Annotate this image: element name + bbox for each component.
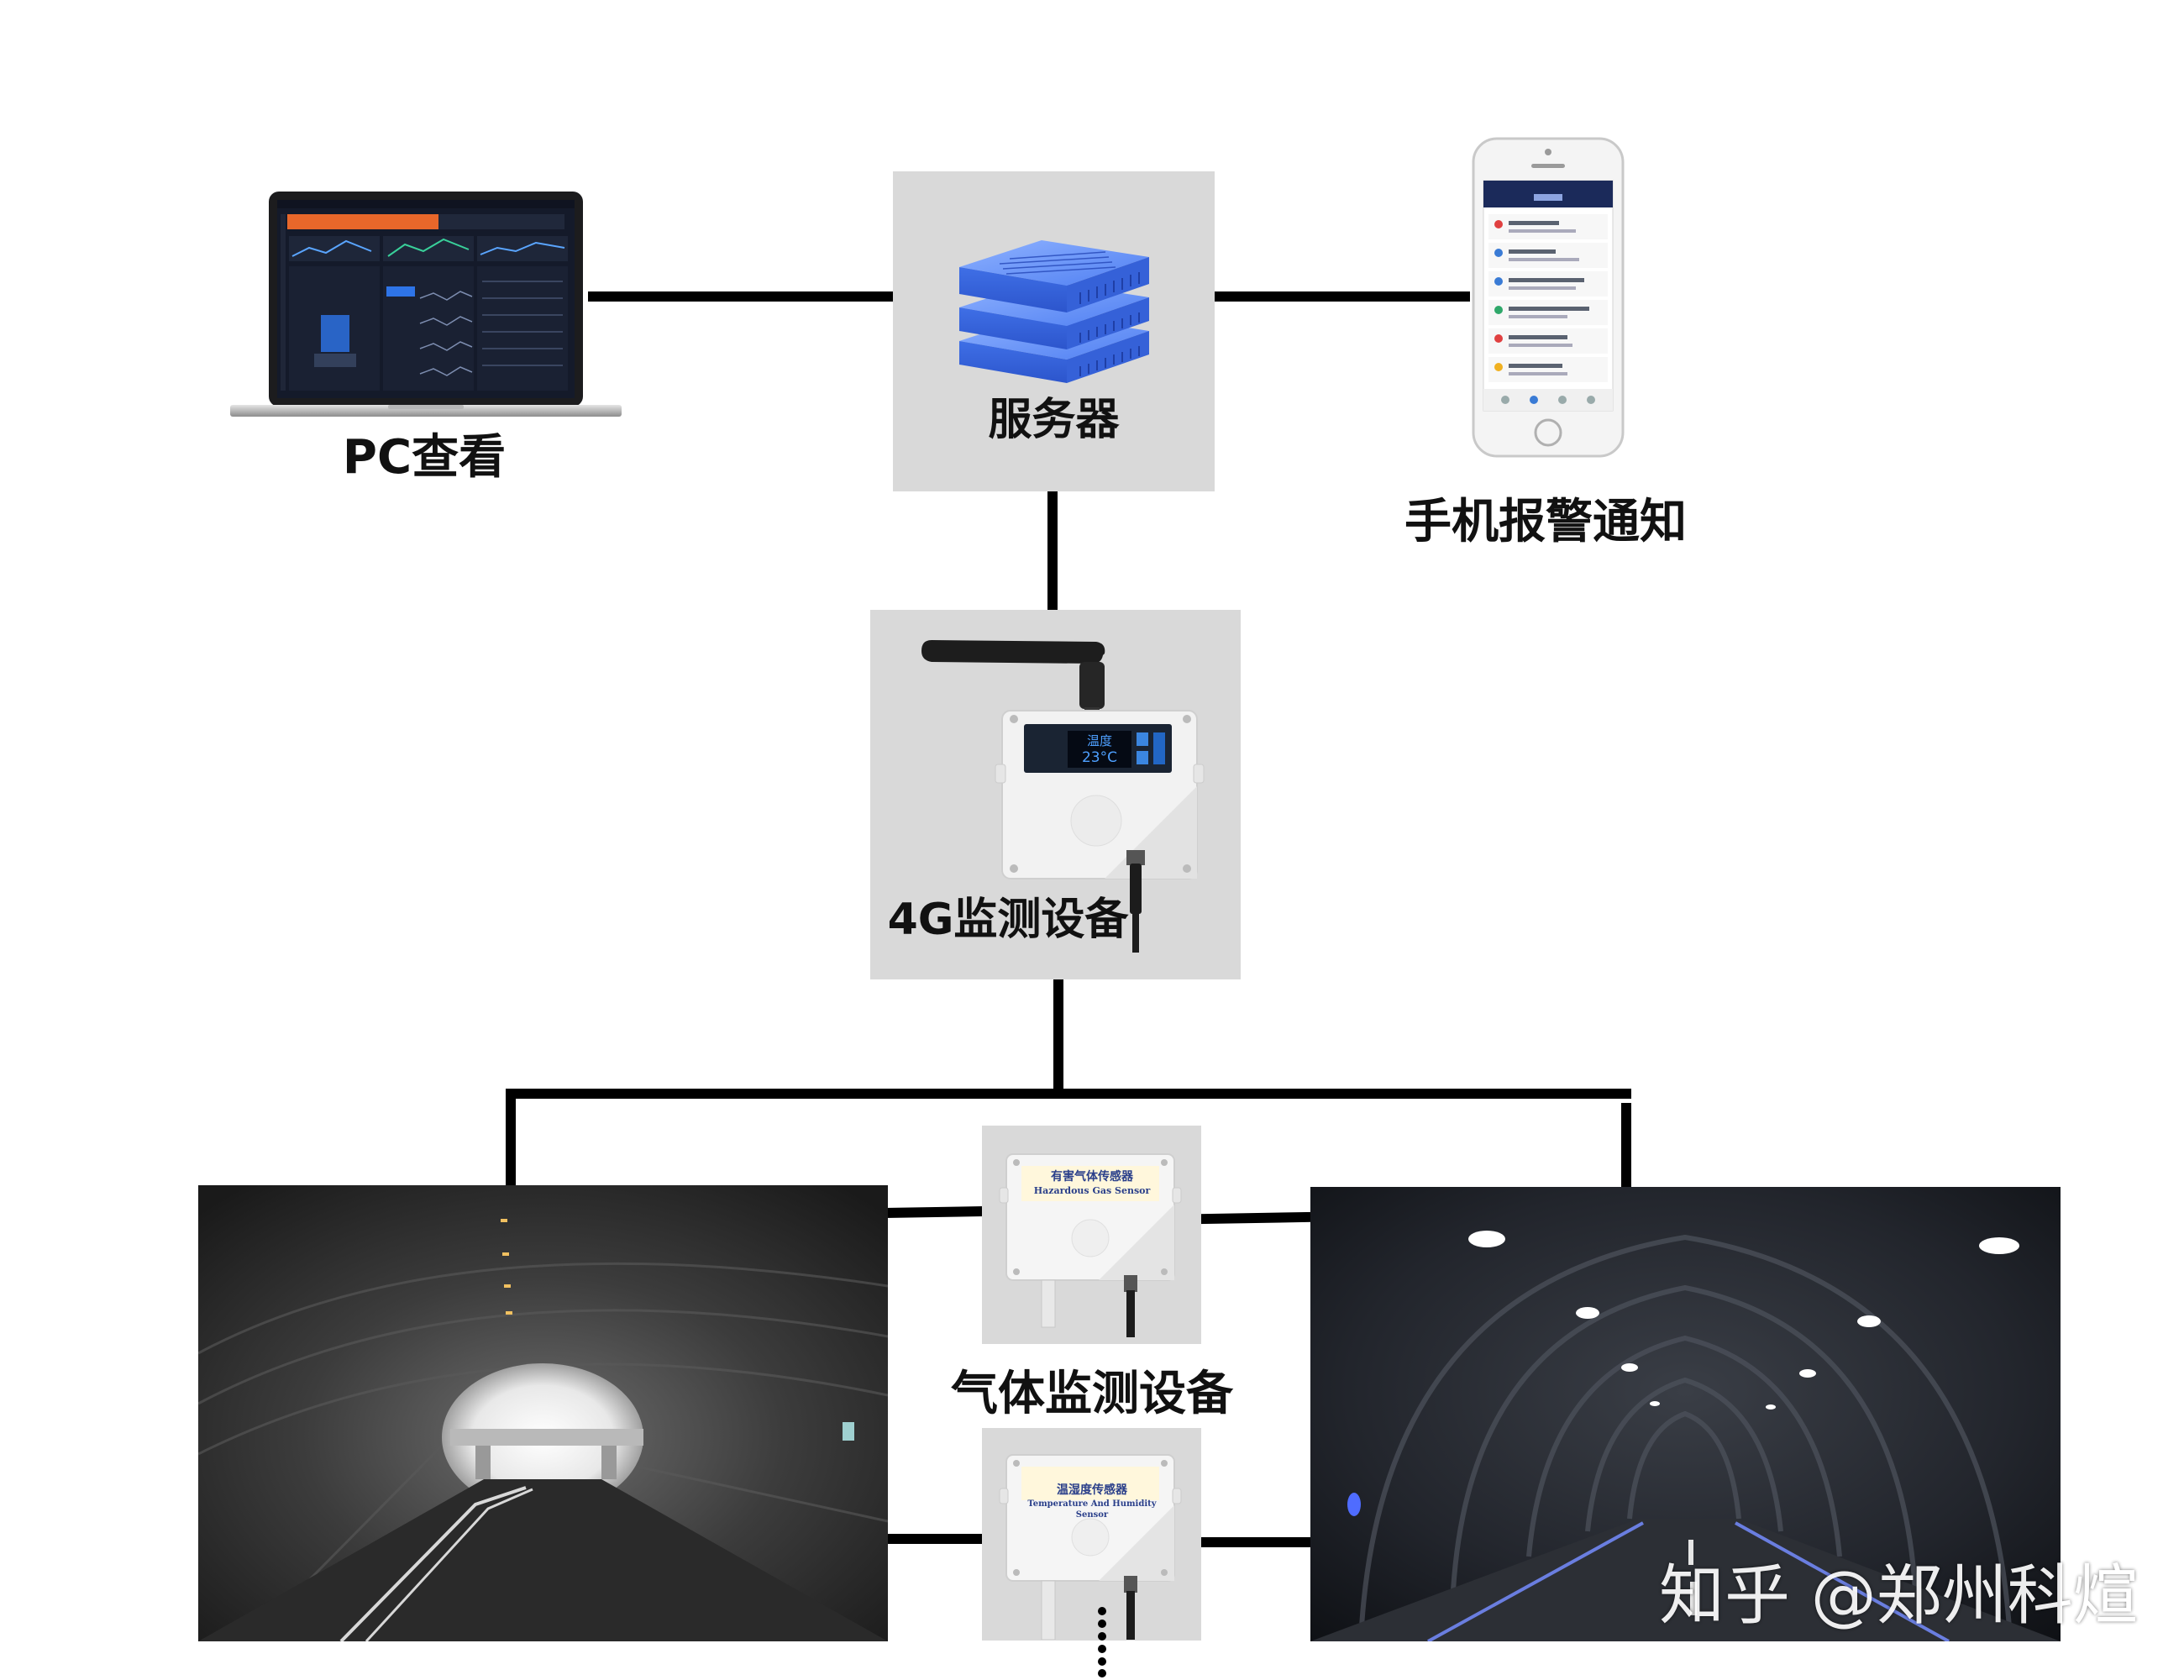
- wireless-sensor-icon: [921, 640, 1205, 953]
- gas-sensor-icon: [999, 1153, 1182, 1337]
- watermark: 知乎 @郑州科煊: [1659, 1558, 2139, 1634]
- th-sensor-title-en: Temperature And Humidity Sensor: [1027, 1499, 1157, 1520]
- phone-node: [1472, 137, 1625, 458]
- gateway-node: [920, 630, 1205, 953]
- wire-bus-left-drop: [506, 1092, 516, 1186]
- laptop-icon: [230, 192, 622, 417]
- wire-server-phone: [1213, 291, 1470, 302]
- wire-bus-horizontal: [506, 1089, 1631, 1099]
- tunnel-photo-daylight: [198, 1185, 888, 1641]
- gas-sensor-title-cn: 有害气体传感器: [1051, 1170, 1133, 1184]
- wire-th-right-photo: [1199, 1537, 1313, 1547]
- gateway-display-value: 23°C: [1081, 749, 1117, 766]
- wire-gateway-bus: [1053, 979, 1063, 1089]
- wire-left-photo-th: [885, 1534, 984, 1544]
- gas-sensor-title-en: Hazardous Gas Sensor: [1033, 1185, 1151, 1196]
- th-sensor-node: [990, 1446, 1191, 1640]
- tunnel-photo-right: [1310, 1187, 2061, 1641]
- gateway-display-name: 温度: [1086, 733, 1112, 748]
- gateway-label: 4G监测设备: [887, 895, 1129, 945]
- gas-group-label: 气体监测设备: [951, 1367, 1233, 1421]
- pc-node: [228, 189, 623, 424]
- wire-left-photo-gas: [884, 1205, 984, 1219]
- smartphone-icon: [1472, 137, 1625, 458]
- phone-label: 手机报警通知: [1404, 495, 1687, 549]
- tunnel-photo-left: [198, 1185, 888, 1641]
- gas-sensor-node: [990, 1146, 1191, 1339]
- humidity-sensor-icon: [999, 1454, 1182, 1640]
- pc-label: PC查看: [342, 430, 507, 485]
- th-sensor-title-cn: 温湿度传感器: [1057, 1483, 1127, 1497]
- wire-server-gateway: [1047, 491, 1058, 611]
- server-node: [949, 234, 1159, 385]
- tunnel-photo-lit: [1310, 1187, 2061, 1641]
- server-label: 服务器: [988, 395, 1120, 445]
- wire-gas-right-photo: [1198, 1211, 1314, 1225]
- wire-bus-right-drop: [1621, 1103, 1631, 1187]
- server-stack-icon: [959, 240, 1149, 383]
- wire-pc-server: [588, 291, 895, 302]
- more-devices-dots: [1097, 1606, 1107, 1678]
